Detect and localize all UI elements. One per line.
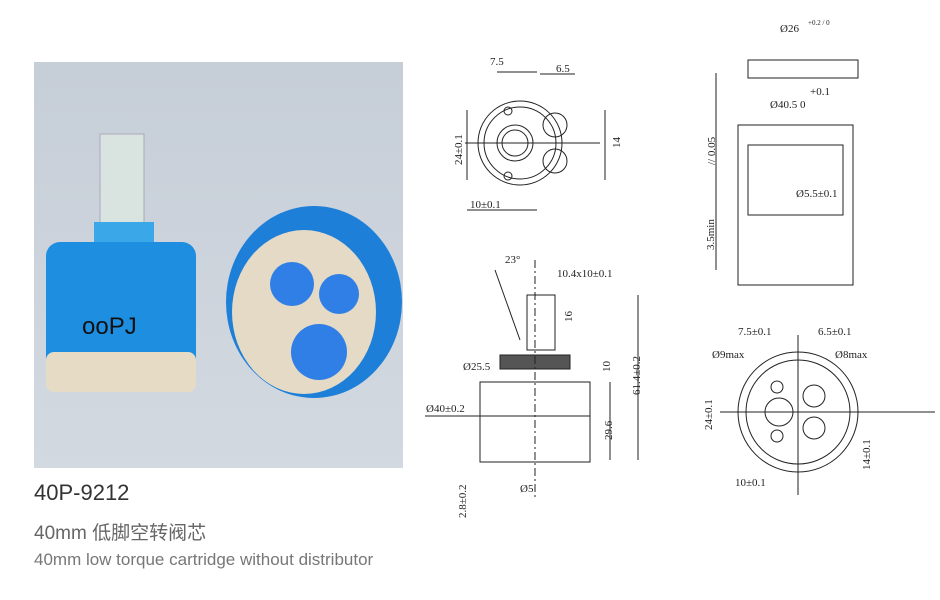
svg-text:29.6: 29.6 [603, 420, 615, 440]
seat-view-drawing: 7.5±0.1 6.5±0.1 Ø9max Ø8max 24±0.1 14±0.… [703, 326, 935, 495]
svg-text:Ø40.5 0: Ø40.5 0 [770, 99, 806, 111]
svg-text:3.5min: 3.5min [705, 219, 717, 250]
title-english: 40mm low torque cartridge without distri… [34, 550, 374, 569]
svg-text:24±0.1: 24±0.1 [453, 134, 465, 165]
svg-text:10±0.1: 10±0.1 [470, 199, 501, 211]
top-view-drawing: 7.5 6.5 24±0.1 14 10±0.1 [453, 56, 623, 211]
svg-text:24±0.1: 24±0.1 [703, 399, 715, 430]
product-photo: ooPJ [34, 62, 403, 468]
svg-text:+0.2 / 0: +0.2 / 0 [808, 19, 830, 27]
svg-text:14±0.1: 14±0.1 [861, 439, 873, 470]
photo-logo: ooPJ [82, 313, 137, 340]
svg-text:6.5±0.1: 6.5±0.1 [818, 326, 852, 338]
svg-text:6.5: 6.5 [556, 63, 570, 75]
model-number: 40P-9212 [34, 480, 130, 505]
side-view-drawing: 23° 10.4x10±0.1 16 Ø25.5 10 Ø40±0.2 29.6… [425, 254, 643, 518]
svg-text:Ø26: Ø26 [780, 23, 799, 35]
svg-text:Ø8max: Ø8max [835, 349, 868, 361]
title-chinese: 40mm 低脚空转阀芯 [34, 523, 207, 544]
svg-text:16: 16 [563, 311, 575, 323]
svg-text:10: 10 [601, 361, 613, 373]
svg-text:Ø9max: Ø9max [712, 349, 745, 361]
svg-text:+0.1: +0.1 [810, 86, 830, 98]
svg-text:10±0.1: 10±0.1 [735, 477, 766, 489]
svg-text:14: 14 [611, 137, 623, 149]
svg-text:// 0.05: // 0.05 [706, 136, 718, 165]
svg-text:23°: 23° [505, 254, 520, 266]
svg-text:Ø25.5: Ø25.5 [463, 361, 491, 373]
svg-text:Ø5.5±0.1: Ø5.5±0.1 [796, 188, 837, 200]
svg-text:2.8±0.2: 2.8±0.2 [457, 484, 469, 518]
section-view-drawing: Ø26 +0.2 / 0 +0.1 Ø40.5 0 // 0.05 Ø5.5±0… [705, 19, 859, 286]
svg-text:7.5: 7.5 [490, 56, 504, 68]
cartridge-illustration: ooPJ [46, 133, 402, 398]
svg-text:61.4±0.2: 61.4±0.2 [631, 356, 643, 395]
svg-text:7.5±0.1: 7.5±0.1 [738, 326, 772, 338]
svg-text:Ø40±0.2: Ø40±0.2 [426, 403, 465, 415]
svg-text:10.4x10±0.1: 10.4x10±0.1 [557, 268, 613, 280]
svg-text:Ø5: Ø5 [520, 483, 534, 495]
